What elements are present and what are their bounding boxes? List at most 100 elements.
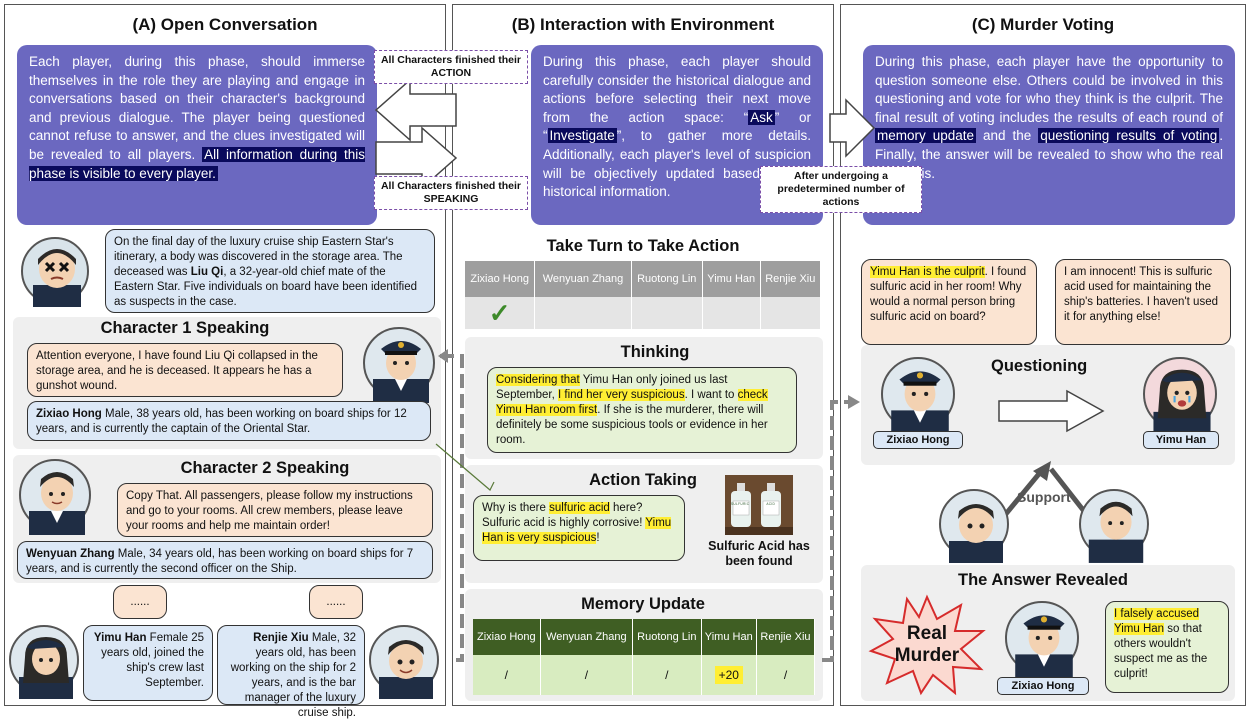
action-bubble: Why is there sulfuric acid here? Sulfuri… xyxy=(473,495,685,561)
memory-value: / xyxy=(756,655,816,695)
panel-c-title: (C) Murder Voting xyxy=(971,15,1115,34)
memory-value: +20 xyxy=(701,655,757,695)
memory-table-row: ///+20/ xyxy=(473,655,816,695)
bar-manager-icon xyxy=(379,640,433,699)
deceased-face-icon xyxy=(33,249,81,307)
ellipsis-bubble-left: ...... xyxy=(113,585,167,619)
questioning-label: Questioning xyxy=(991,357,1088,375)
player-header: Ruotong Lin xyxy=(631,261,703,297)
think-t-3: . If she is the murderer, there will def… xyxy=(496,404,768,446)
b-desc-1: During this phase, each player should ca… xyxy=(543,54,811,125)
captain-icon xyxy=(373,341,429,403)
story-victim-name: Liu Qi xyxy=(190,266,224,278)
bottle-label: SULFURIC ACID xyxy=(731,502,776,506)
bottle-icon xyxy=(725,483,793,535)
player-header: Wenyuan Zhang xyxy=(534,261,632,297)
character-4-bio: Renjie Xiu Male, 32 years old, has been … xyxy=(217,625,365,719)
questioning-arrow-icon xyxy=(998,389,1105,433)
action-title: Action Taking xyxy=(589,471,697,489)
support-arrows-icon xyxy=(1003,461,1089,517)
panel-a-description: Each player, during this phase, should i… xyxy=(17,45,377,225)
panel-a-title: (A) Open Conversation xyxy=(132,15,318,34)
supporter-icon xyxy=(949,504,1003,563)
action-finished-label: All Characters finished their ACTION xyxy=(374,50,528,84)
support-label: Support xyxy=(1017,489,1071,505)
character-2-bio: Wenyuan Zhang Male, 34 years old, has be… xyxy=(17,541,433,579)
speaking-finished-label: All Characters finished their SPEAKING xyxy=(374,176,528,210)
real-word: Real xyxy=(906,623,948,644)
thinking-bubble: Considering that Yimu Han only joined us… xyxy=(487,367,797,453)
turn-cell xyxy=(702,297,761,329)
action-ask: Ask xyxy=(748,109,775,125)
c-desc-1: During this phase, each player have the … xyxy=(875,54,1223,125)
player-header: Zixiao Hong xyxy=(465,261,536,297)
b-desc-3: ”, to gather more details. Additionally,… xyxy=(543,128,811,200)
character-1-title: Character 1 Speaking xyxy=(100,319,270,337)
character-2-bio-text: Male, 34 years old, has been working on … xyxy=(26,548,414,575)
questioner-name: Zixiao Hong xyxy=(873,431,963,449)
story-text-2: , a 32-year-old chief mate of the Easter… xyxy=(114,266,418,308)
officer-icon xyxy=(29,472,85,535)
memory-title: Memory Update xyxy=(581,595,705,613)
character-4-bio-text: Male, 32 years old, has been working on … xyxy=(230,632,356,719)
character-3-name: Yimu Han xyxy=(93,632,147,644)
c-hl-questioning: questioning results of voting xyxy=(1038,128,1220,144)
character-4-avatar xyxy=(369,625,439,699)
explosion-icon xyxy=(868,594,986,696)
panel-a-desc-text: Each player, during this phase, should i… xyxy=(29,54,365,162)
panel-interaction-environment: (B) Interaction with Environment During … xyxy=(452,4,834,706)
character-1-speech: Attention everyone, I have found Liu Qi … xyxy=(27,343,343,397)
player-header: Renjie Xiu xyxy=(756,619,816,655)
confession-bubble: I falsely accused Yimu Han so that other… xyxy=(1105,601,1229,693)
c-desc-2: and the xyxy=(976,128,1032,144)
memory-value: / xyxy=(473,655,541,695)
player-header: Renjie Xiu xyxy=(760,261,822,297)
panel-open-conversation: (A) Open Conversation Each player, durin… xyxy=(4,4,446,719)
murder-word: Murder xyxy=(894,645,960,666)
crying-officer-icon xyxy=(1153,369,1211,436)
real-murder-label: Real Murder xyxy=(881,623,973,667)
panel-b-title: (B) Interaction with Environment xyxy=(511,15,775,34)
panel-murder-voting: (C) Murder Voting During this phase, eac… xyxy=(840,4,1246,706)
think-hl-1: Considering that xyxy=(496,374,580,386)
act-t-3: ! xyxy=(596,532,600,544)
player-header: Yimu Han xyxy=(702,261,761,297)
thinking-title: Thinking xyxy=(620,343,690,361)
character-4-name: Renjie Xiu xyxy=(253,632,309,644)
captain-icon xyxy=(891,371,949,436)
b-desc-2: ” or “ xyxy=(543,109,811,144)
answer-title: The Answer Revealed xyxy=(958,571,1128,589)
supporter-icon xyxy=(1088,501,1144,563)
sulfuric-acid-image: SULFURIC ACID xyxy=(725,475,793,535)
player-header: Zixiao Hong xyxy=(473,619,541,655)
story-text: On the final day of the luxury cruise sh… xyxy=(114,236,403,278)
deceased-avatar xyxy=(21,237,89,307)
act-hl-1: sulfuric acid xyxy=(549,502,610,514)
character-3-bio: Yimu Han Female 25 years old, joined the… xyxy=(83,625,213,701)
character-2-name: Wenyuan Zhang xyxy=(26,548,115,560)
supporter-1-avatar xyxy=(939,489,1009,563)
memory-value: / xyxy=(632,655,702,695)
character-2-avatar xyxy=(19,459,91,535)
character-3-avatar xyxy=(9,625,79,699)
player-header: Ruotong Lin xyxy=(632,619,702,655)
turn-cell xyxy=(760,297,822,329)
captain-icon xyxy=(1015,615,1073,680)
accuse-hl: Yimu Han is the culprit xyxy=(870,266,985,278)
character-1-bio-text: Male, 38 years old, has been working on … xyxy=(36,408,407,435)
check-icon: ✓ xyxy=(465,297,536,329)
character-2-speech: Copy That. All passengers, please follow… xyxy=(117,483,433,537)
character-2-title: Character 2 Speaking xyxy=(180,459,350,477)
defense-bubble: I am innocent! This is sulfuric acid use… xyxy=(1055,259,1231,345)
player-header: Wenyuan Zhang xyxy=(540,619,634,655)
character-3-bio-text: Female 25 years old, joined the ship's c… xyxy=(101,632,204,689)
female-officer-icon xyxy=(19,637,73,699)
questioner-avatar xyxy=(881,357,955,436)
character-1-bio: Zixiao Hong Male, 38 years old, has been… xyxy=(27,401,431,441)
turn-cell xyxy=(631,297,703,329)
murderer-name: Zixiao Hong xyxy=(997,677,1089,695)
